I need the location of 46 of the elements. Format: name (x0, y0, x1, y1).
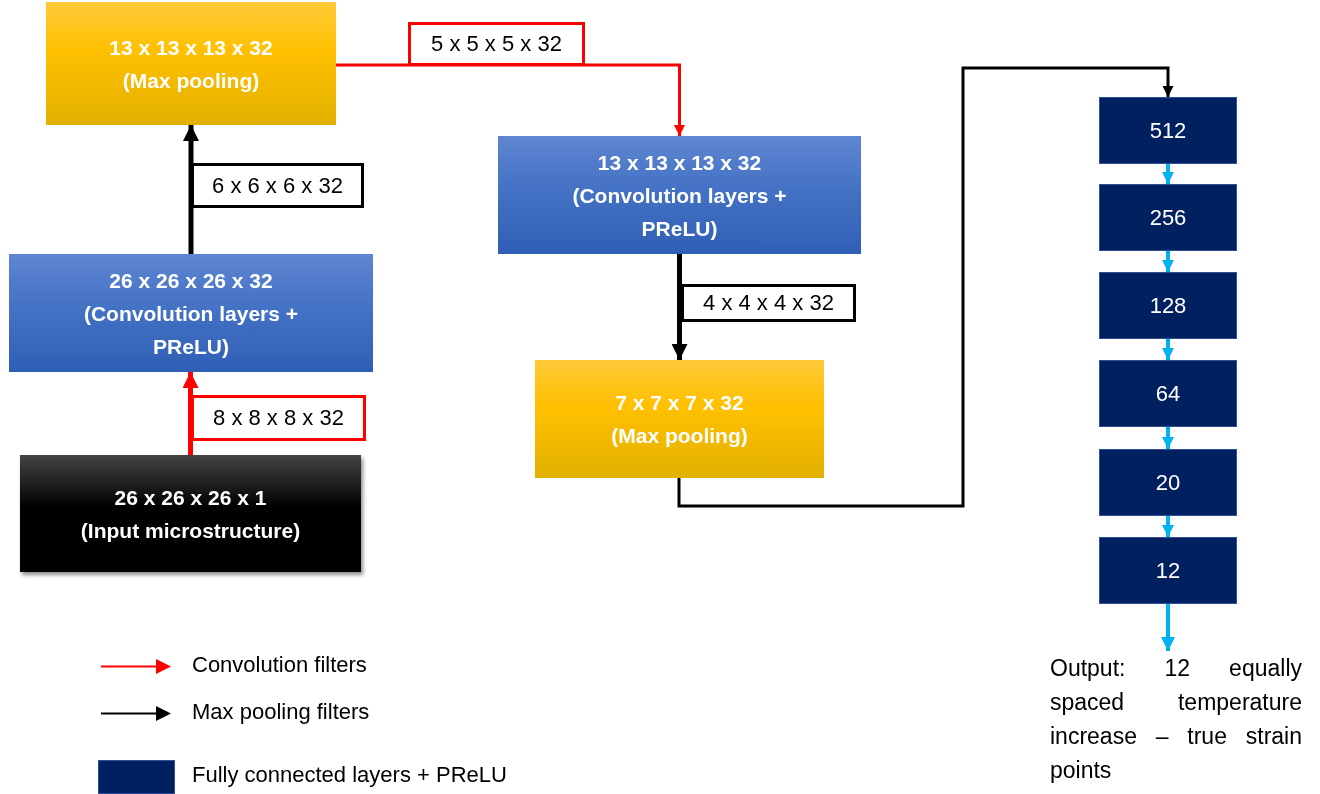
convolution-box (9, 254, 373, 372)
arrow (182, 372, 199, 455)
arrow (671, 254, 688, 360)
dense-layer-box (1099, 272, 1237, 339)
arrow (1161, 604, 1175, 651)
layer-size: 512 (1149, 117, 1187, 144)
dense-layer-box (1099, 97, 1237, 164)
edge-label: 6 x 6 x 6 x 32 (191, 163, 364, 208)
layer-size: 26 x 26 x 26 x 32 (108, 267, 274, 294)
layer-description: (Convolution layers + PReLU) (571, 182, 788, 242)
convolution-box (498, 136, 861, 254)
layer-description: (Max pooling) (610, 423, 749, 449)
arrow (1162, 339, 1174, 360)
arrow (1162, 164, 1174, 184)
arrow (336, 63, 685, 136)
layer-size: 256 (1149, 204, 1187, 231)
legend-label: Max pooling filters (192, 699, 370, 725)
edge-label: 5 x 5 x 5 x 32 (408, 22, 585, 66)
pooling-box (46, 2, 336, 125)
layer-description: (Convolution layers + PReLU) (82, 300, 300, 360)
dense-layer-box (1099, 449, 1237, 516)
arrow (183, 125, 199, 254)
arrow (677, 66, 1174, 508)
arrow (1162, 251, 1174, 272)
legend-label: Fully connected layers + PReLU (192, 762, 507, 788)
edge-label: 4 x 4 x 4 x 32 (681, 284, 856, 322)
pooling-box (535, 360, 824, 478)
layer-size: 64 (1155, 380, 1181, 407)
legend-label: Convolution filters (192, 652, 367, 678)
dense-layer-box (1099, 537, 1237, 604)
arrow (1162, 427, 1174, 449)
input-box (20, 455, 361, 572)
layer-description: (Input microstructure) (79, 517, 302, 544)
layer-size: 13 x 13 x 13 x 32 (108, 34, 274, 61)
dense-layer-box (1099, 184, 1237, 251)
layer-size: 26 x 26 x 26 x 1 (113, 484, 268, 511)
dense-layer-box (1099, 360, 1237, 427)
layer-size: 13 x 13 x 13 x 32 (596, 149, 763, 176)
output-text: Output: 12 equally spaced temperature increase – true strain points (1050, 651, 1302, 787)
arrow (1162, 516, 1174, 537)
edge-label: 8 x 8 x 8 x 32 (191, 395, 366, 441)
layer-size: 7 x 7 x 7 x 32 (614, 390, 745, 416)
layer-size: 20 (1155, 469, 1181, 496)
layer-description: (Max pooling) (121, 67, 261, 94)
layer-size: 12 (1155, 557, 1181, 584)
layer-size: 128 (1149, 292, 1187, 319)
